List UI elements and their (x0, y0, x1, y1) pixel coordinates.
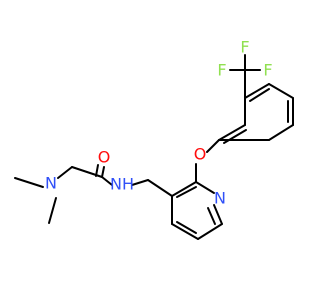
molecule-structure: N O NH O N F F F (14, 38, 294, 240)
bond-carbonyl-nh (101, 176, 113, 186)
atom-n-amine: N (45, 174, 57, 193)
atom-f-right: F (263, 61, 272, 80)
bond-carbonyl-double-2 (95, 164, 99, 177)
atom-f-top: F (240, 38, 249, 57)
bond-pyr-n-c6-inner (207, 207, 216, 225)
bond-ph-c6-c1 (268, 124, 294, 141)
bond-ph-c3-c4 (244, 83, 270, 99)
bond-pyr-c3-c2-inner (176, 186, 197, 198)
bond-layer (14, 54, 294, 240)
bond-ch2-pyridine (147, 179, 173, 197)
bond-pyr-c5-c4 (171, 223, 199, 240)
bond-methyl1-n (14, 177, 44, 188)
bond-o-phenyl (206, 139, 220, 153)
bond-ph-c3-c4-inner (249, 88, 270, 102)
atom-f-left: F (217, 61, 226, 80)
bond-pyr-c2-n (195, 181, 215, 194)
bond-pyr-c3-c2 (171, 181, 197, 197)
bond-n-ch2 (57, 166, 73, 179)
atom-n-amide: NH (110, 175, 134, 194)
bond-nh-ch2 (131, 179, 149, 186)
bond-ph-c4-c5 (268, 83, 294, 99)
atom-label-layer: N O NH O N F F F (45, 38, 273, 208)
bond-pyr-n-c6 (213, 204, 223, 225)
bond-pyr-c5-c4-inner (176, 221, 197, 234)
bond-ph-c1-c2 (218, 124, 246, 141)
bond-methyl2-n (48, 197, 57, 224)
molecule-canvas: N O NH O N F F F (14, 37, 294, 240)
bond-pyr-c6-c5 (197, 223, 223, 240)
atom-o-carbonyl: O (98, 148, 111, 167)
bond-ph-c1-c2-inner (223, 129, 247, 144)
bond-carbonyl-double-1 (101, 166, 105, 178)
atom-o-ether: O (194, 145, 207, 164)
atom-n-pyridine: N (214, 189, 226, 208)
